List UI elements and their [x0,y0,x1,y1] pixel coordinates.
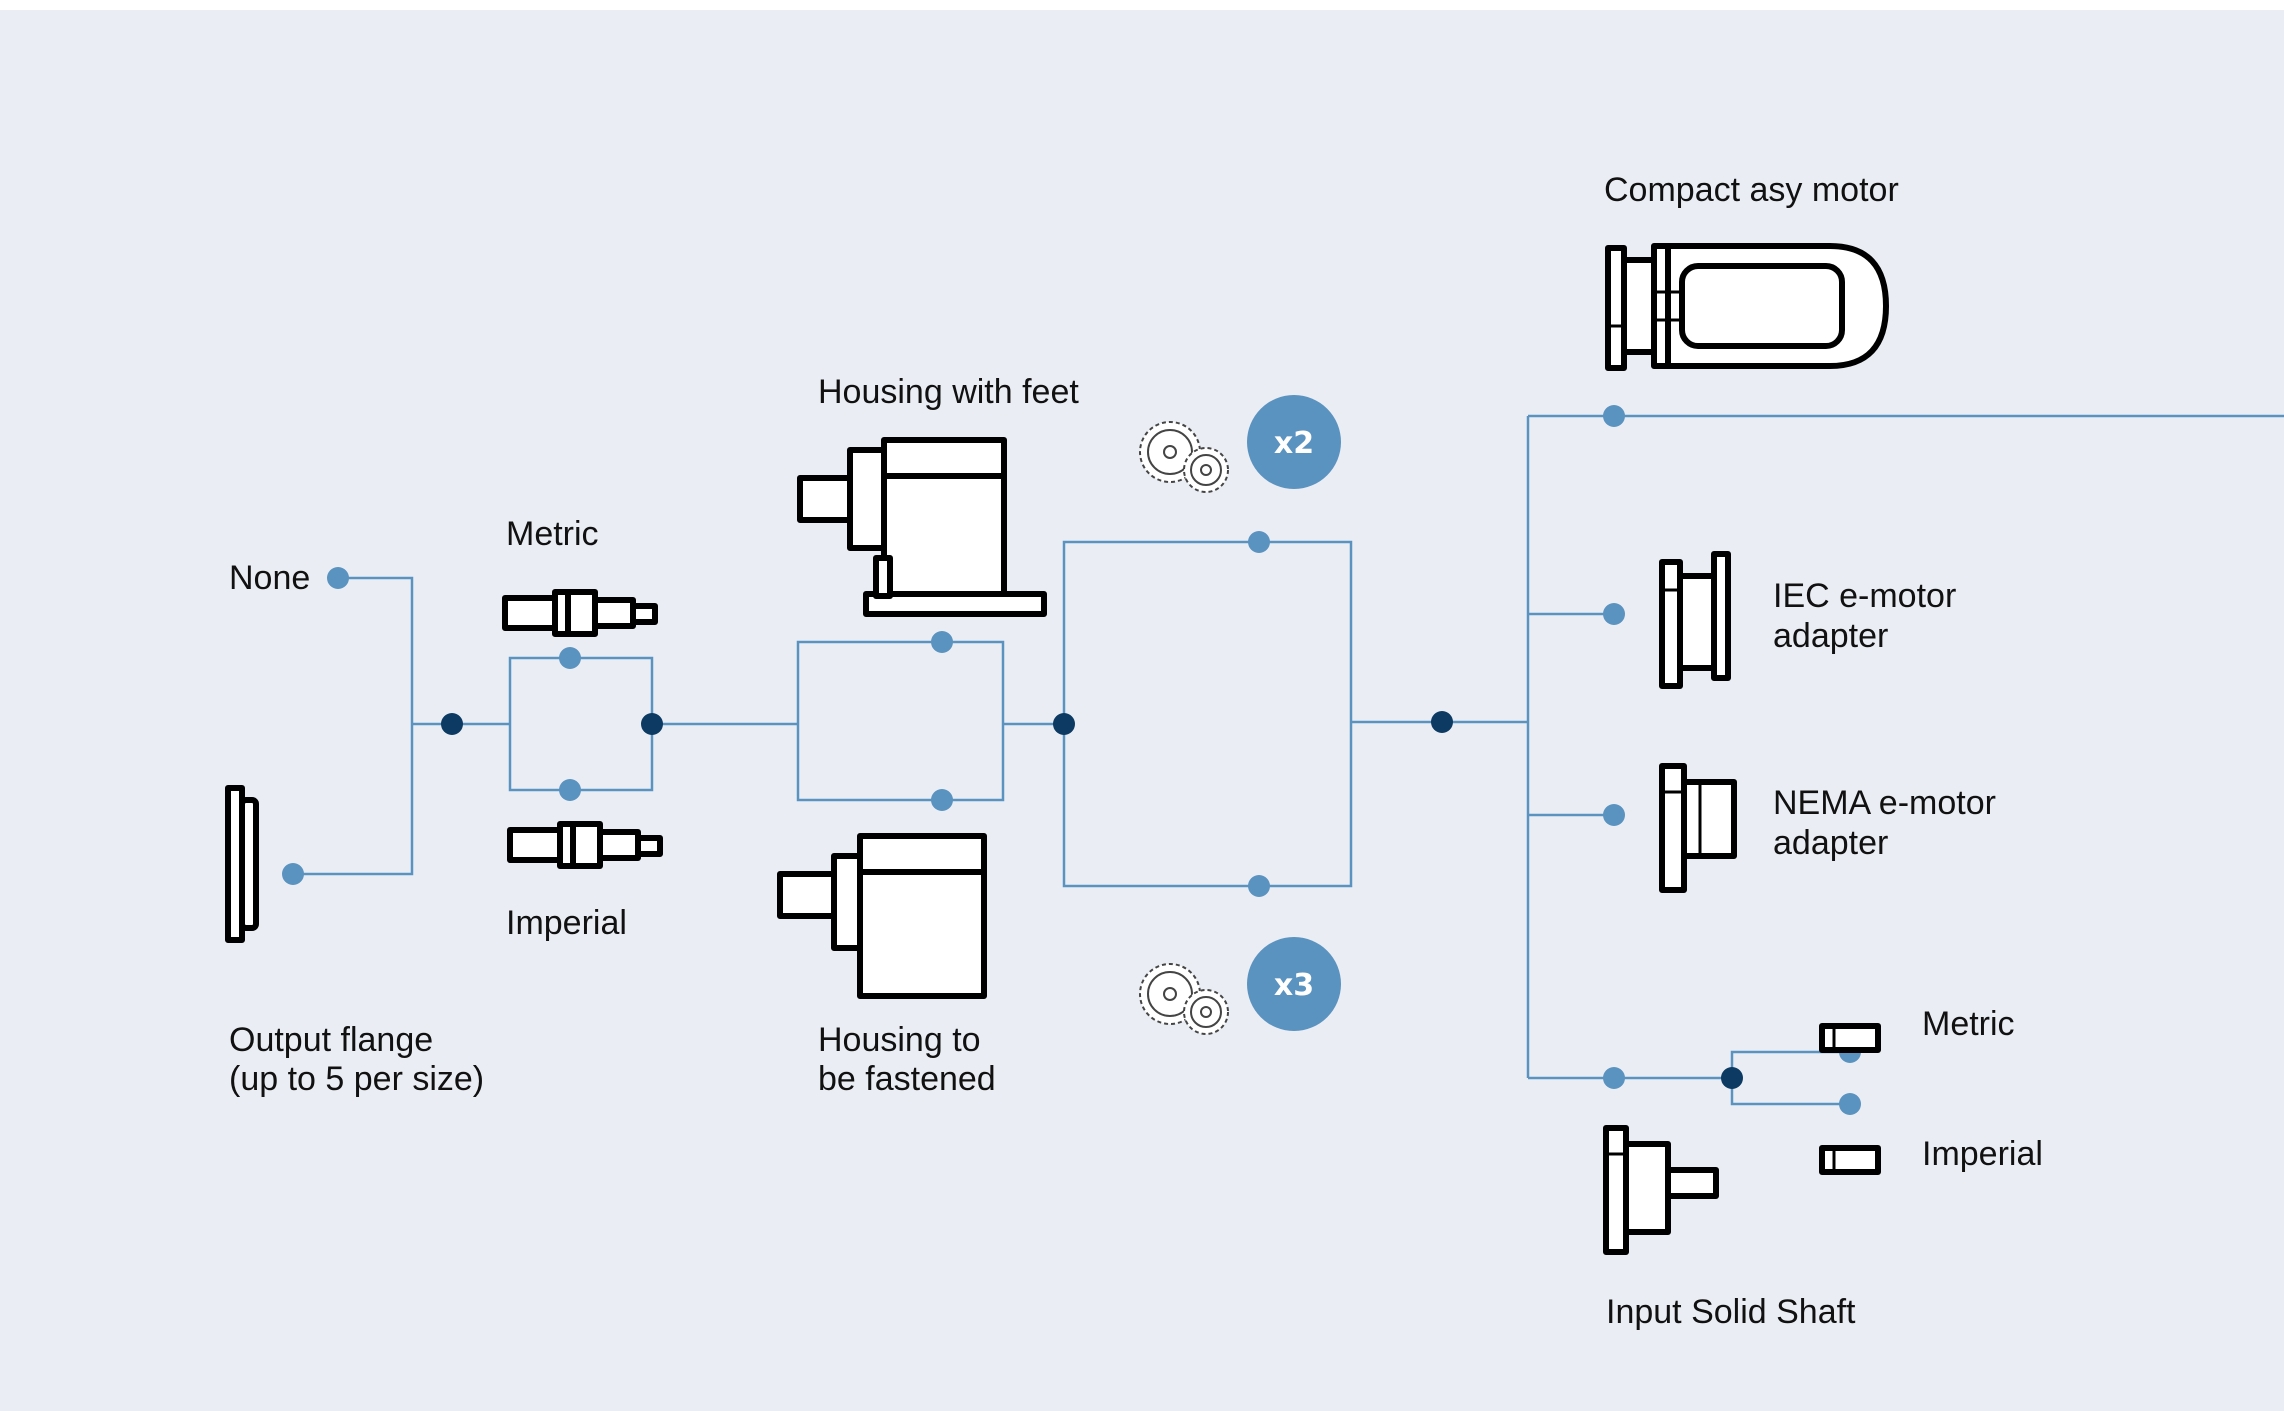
junction-node [1431,711,1453,733]
badge-text-x3: x3 [1274,968,1314,1003]
metric-shaft-icon [502,589,658,637]
gear-pair-icon [1139,421,1229,493]
label-nema-line1: NEMA e-motor [1773,784,1996,822]
node-compact-motor[interactable] [1603,405,1625,427]
housing-to-be-fastened-icon [777,833,987,999]
node-two-stage[interactable] [1248,531,1270,553]
label-none: None [229,559,311,597]
gear-pair-icon [1139,963,1229,1035]
node-imperial-left[interactable] [559,779,581,801]
node-input-shaft[interactable] [1603,1067,1625,1089]
connector-nodes [282,405,1861,1115]
node-housing-feet[interactable] [931,631,953,653]
node-housing-fastened[interactable] [931,789,953,811]
label-output-flange-line2: (up to 5 per size) [229,1060,485,1098]
nema-adapter-icon [1659,763,1737,893]
stage-badge-x2: x2 [1247,395,1341,489]
input-solid-shaft-icon [1603,1125,1719,1255]
badge-text-x2: x2 [1274,426,1314,461]
node-metric-left[interactable] [559,647,581,669]
node-output-flange[interactable] [282,863,304,885]
junction-node [1053,713,1075,735]
junction-node [1721,1067,1743,1089]
node-imperial-right[interactable] [1839,1093,1861,1115]
label-imperial-right: Imperial [1922,1135,2043,1173]
small-key-icon [1819,1145,1881,1175]
label-iec-line2: adapter [1773,617,1889,655]
label-housing-fastened-line2: be fastened [818,1060,996,1098]
label-output-flange-line1: Output flange [229,1021,434,1059]
node-three-stage[interactable] [1248,875,1270,897]
label-imperial-left: Imperial [506,904,627,942]
label-metric-left: Metric [506,515,599,553]
junction-node [641,713,663,735]
compact-motor-icon [1605,243,1889,371]
small-key-icon [1819,1023,1881,1053]
configuration-diagram: x2 x3 [225,243,2284,1255]
label-housing-fastened-line1: Housing to [818,1021,981,1059]
imperial-shaft-icon [507,821,663,869]
junction-node [441,713,463,735]
label-input-shaft: Input Solid Shaft [1606,1293,1856,1331]
label-nema-line2: adapter [1773,824,1889,862]
node-nema-adapter[interactable] [1603,804,1625,826]
node-none[interactable] [327,567,349,589]
node-iec-adapter[interactable] [1603,603,1625,625]
label-housing-feet: Housing with feet [818,373,1079,411]
label-iec-line1: IEC e-motor [1773,577,1957,615]
stage-badge-x3: x3 [1247,937,1341,1031]
diagram-canvas: x2 x3 None Output flange (up to 5 per si… [0,10,2284,1411]
housing-with-feet-icon [797,437,1047,617]
label-metric-right: Metric [1922,1005,2015,1043]
label-compact-motor: Compact asy motor [1604,171,1899,209]
output-flange-icon [225,785,259,943]
connector-lines [293,414,2284,1106]
iec-adapter-icon [1659,551,1731,689]
